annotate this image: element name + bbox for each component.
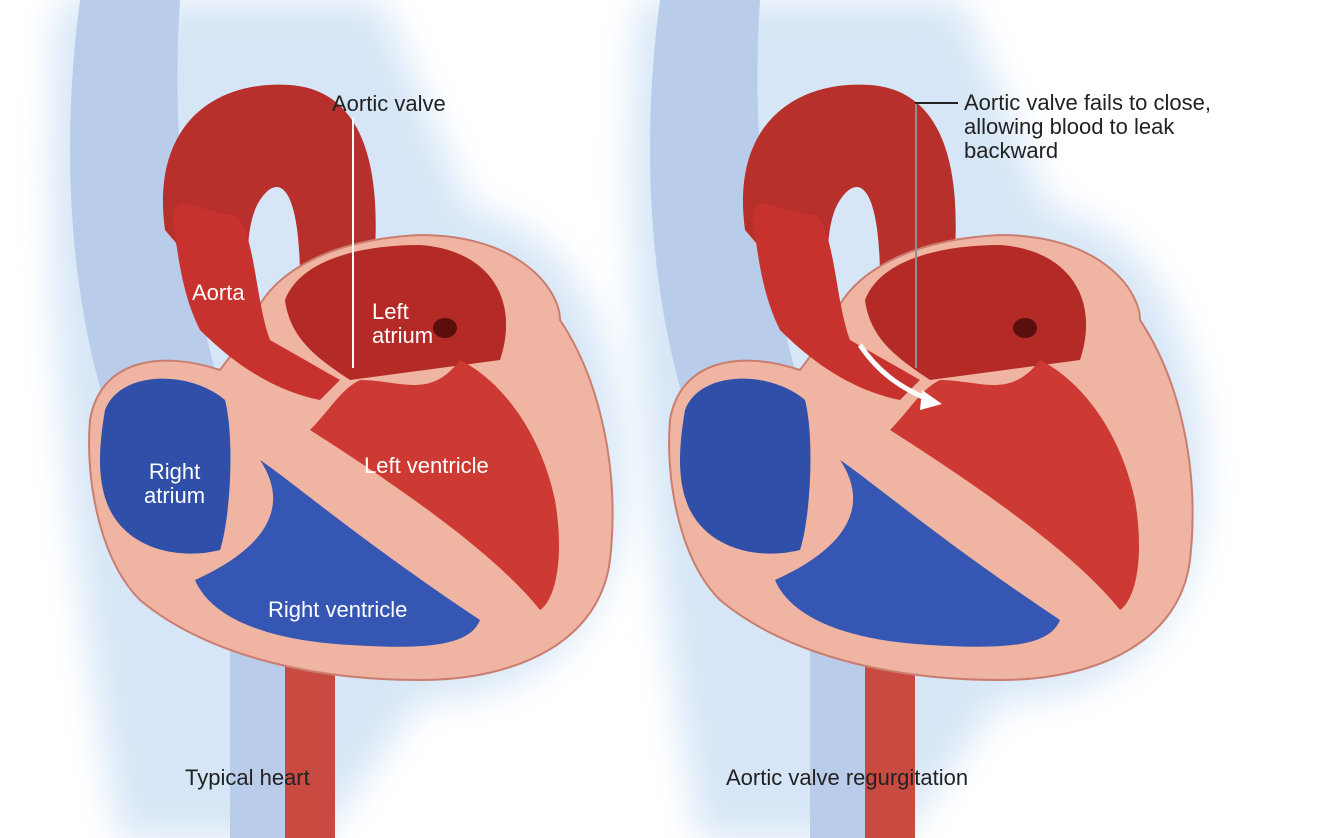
- label-right-atrium: Right atrium: [144, 459, 206, 508]
- caption-aortic-valve-regurgitation: Aortic valve regurgitation: [726, 765, 969, 790]
- typical-heart-drawing: [53, 0, 624, 838]
- callout-valve-fails: Aortic valve fails to close, allowing bl…: [964, 90, 1211, 163]
- label-aorta: Aorta: [192, 280, 245, 305]
- label-left-ventricle: Left ventricle: [364, 453, 489, 478]
- caption-typical-heart: Typical heart: [185, 765, 310, 790]
- label-aortic-valve: Aortic valve: [332, 91, 446, 116]
- label-left-atrium: Left atrium: [372, 299, 434, 348]
- label-right-ventricle: Right ventricle: [268, 597, 408, 622]
